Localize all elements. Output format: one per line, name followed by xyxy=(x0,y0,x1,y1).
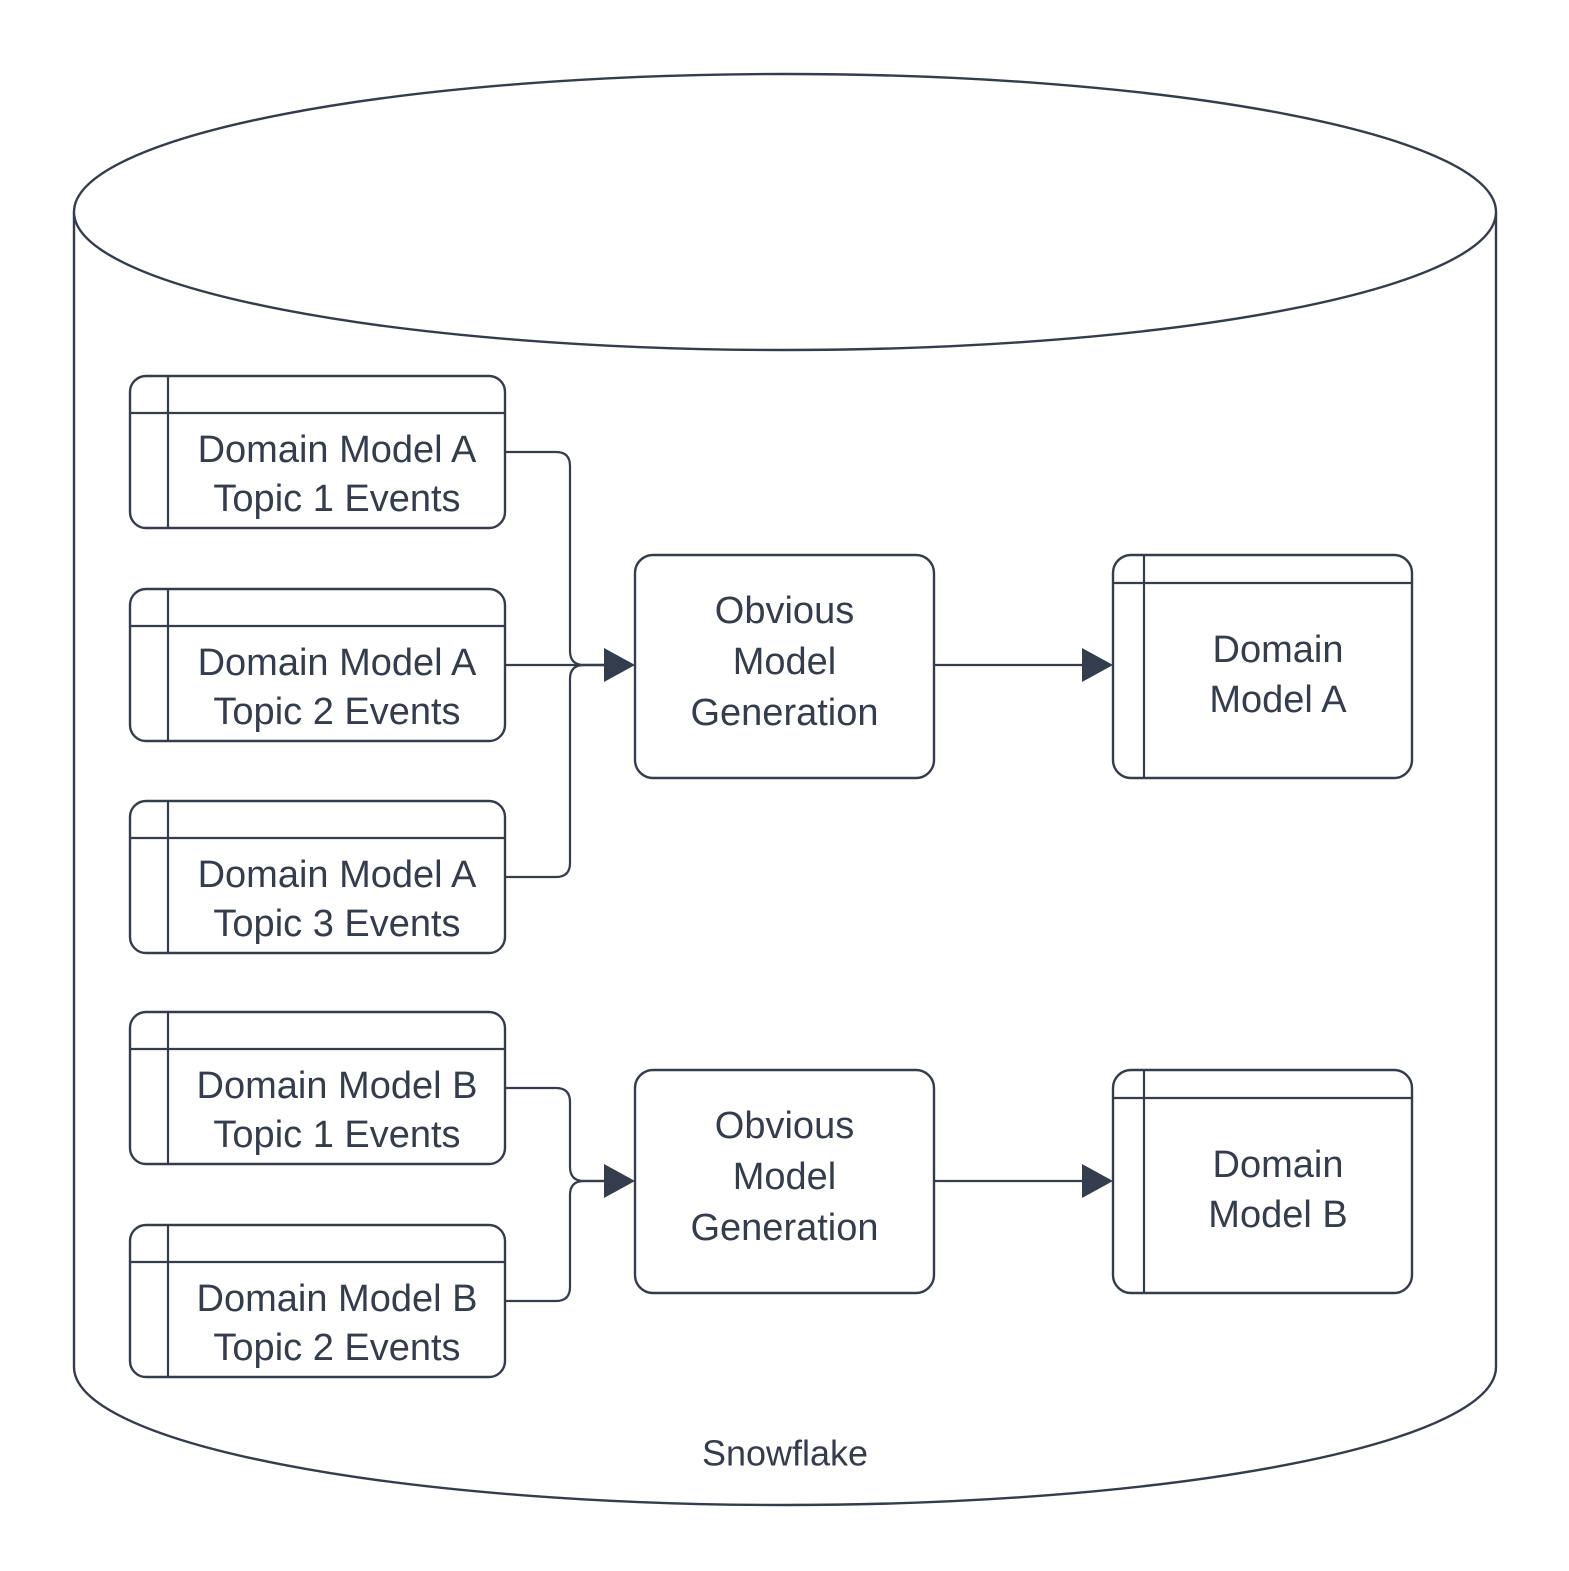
cylinder-top-ellipse xyxy=(72,72,1498,352)
process-b-label-line2: Model xyxy=(733,1156,837,1198)
connector-process-a-to-output xyxy=(934,648,1113,682)
connector-b-topic-2 xyxy=(505,1179,604,1303)
connector-process-b-to-output xyxy=(934,1164,1113,1198)
process-a-box[interactable]: Obvious Model Generation xyxy=(633,553,936,780)
source-table-a-topic-3[interactable]: Domain Model A Topic 3 Events xyxy=(128,799,507,955)
domain-model-b-label-line1: Domain xyxy=(1213,1144,1344,1186)
process-b-label-line3: Generation xyxy=(690,1207,878,1249)
b-topic-1-label-line1: Domain Model B xyxy=(197,1065,478,1107)
a-topic-2-label-line1: Domain Model A xyxy=(198,642,477,684)
arrowhead-into-process-b xyxy=(604,1164,635,1198)
domain-model-b-table[interactable]: Domain Model B xyxy=(1111,1068,1414,1295)
a-topic-3-label-line1: Domain Model A xyxy=(198,854,477,896)
process-a-label-line2: Model xyxy=(733,641,837,683)
connector-b-topic-1 xyxy=(505,1086,604,1183)
arrowhead-into-process-a xyxy=(604,648,635,682)
snowflake-cylinder xyxy=(72,72,1498,1507)
cylinder-bottom-arc xyxy=(72,1366,1498,1507)
connector-group-a xyxy=(505,450,635,879)
b-topic-1-label-line2: Topic 1 Events xyxy=(213,1114,460,1156)
process-a-label-line3: Generation xyxy=(690,692,878,734)
arrowhead-into-domain-model-a xyxy=(1082,648,1113,682)
domain-model-a-table[interactable]: Domain Model A xyxy=(1111,553,1414,780)
connector-a-topic-1 xyxy=(505,450,604,667)
a-topic-2-label-line2: Topic 2 Events xyxy=(213,691,460,733)
source-table-a-topic-2[interactable]: Domain Model A Topic 2 Events xyxy=(128,587,507,743)
process-b-label-line1: Obvious xyxy=(715,1105,854,1147)
source-table-b-topic-1[interactable]: Domain Model B Topic 1 Events xyxy=(128,1010,507,1166)
cylinder-label: Snowflake xyxy=(702,1433,868,1474)
domain-model-b-label-line2: Model B xyxy=(1208,1194,1347,1236)
connector-a-topic-3 xyxy=(505,663,604,879)
source-table-a-topic-1[interactable]: Domain Model A Topic 1 Events xyxy=(128,374,507,530)
process-a-label-line1: Obvious xyxy=(715,590,854,632)
process-b-box[interactable]: Obvious Model Generation xyxy=(633,1068,936,1295)
a-topic-1-label-line1: Domain Model A xyxy=(198,429,477,471)
connector-group-b xyxy=(505,1086,635,1303)
a-topic-1-label-line2: Topic 1 Events xyxy=(213,478,460,520)
domain-model-a-rect[interactable] xyxy=(1111,553,1414,780)
domain-model-b-rect[interactable] xyxy=(1111,1068,1414,1295)
b-topic-2-label-line2: Topic 2 Events xyxy=(213,1327,460,1369)
a-topic-3-label-line2: Topic 3 Events xyxy=(213,903,460,945)
source-table-b-topic-2[interactable]: Domain Model B Topic 2 Events xyxy=(128,1223,507,1379)
arrowhead-into-domain-model-b xyxy=(1082,1164,1113,1198)
b-topic-2-label-line1: Domain Model B xyxy=(197,1278,478,1320)
domain-model-a-label-line1: Domain xyxy=(1213,629,1344,671)
process-a-rect[interactable] xyxy=(633,553,936,780)
domain-model-a-label-line2: Model A xyxy=(1209,679,1347,721)
